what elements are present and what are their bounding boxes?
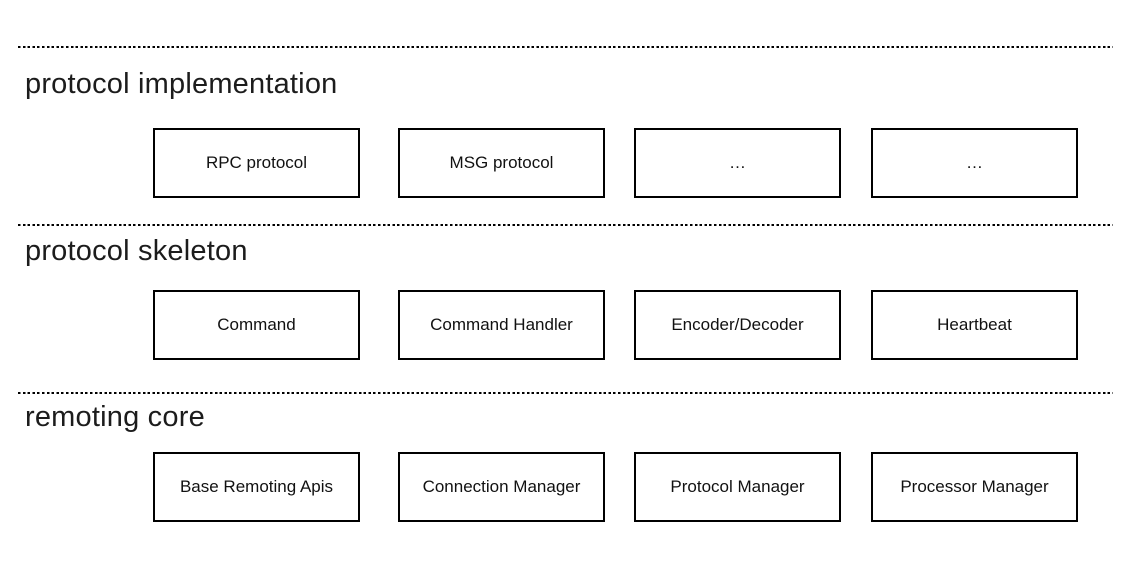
box-ellipsis-2: … bbox=[871, 128, 1078, 198]
box-protocol-manager: Protocol Manager bbox=[634, 452, 841, 522]
box-rpc-protocol: RPC protocol bbox=[153, 128, 360, 198]
section-title-protocol-skeleton: protocol skeleton bbox=[25, 235, 248, 267]
box-processor-manager: Processor Manager bbox=[871, 452, 1078, 522]
box-msg-protocol: MSG protocol bbox=[398, 128, 605, 198]
section-divider-remoting-core bbox=[18, 392, 1113, 394]
box-base-remoting-apis: Base Remoting Apis bbox=[153, 452, 360, 522]
box-heartbeat: Heartbeat bbox=[871, 290, 1078, 360]
box-ellipsis-1: … bbox=[634, 128, 841, 198]
box-command-handler: Command Handler bbox=[398, 290, 605, 360]
box-connection-manager: Connection Manager bbox=[398, 452, 605, 522]
box-encoder-decoder: Encoder/Decoder bbox=[634, 290, 841, 360]
section-divider-protocol-implementation bbox=[18, 46, 1113, 48]
section-title-protocol-implementation: protocol implementation bbox=[25, 68, 338, 100]
box-command: Command bbox=[153, 290, 360, 360]
section-divider-protocol-skeleton bbox=[18, 224, 1113, 226]
section-title-remoting-core: remoting core bbox=[25, 401, 205, 433]
